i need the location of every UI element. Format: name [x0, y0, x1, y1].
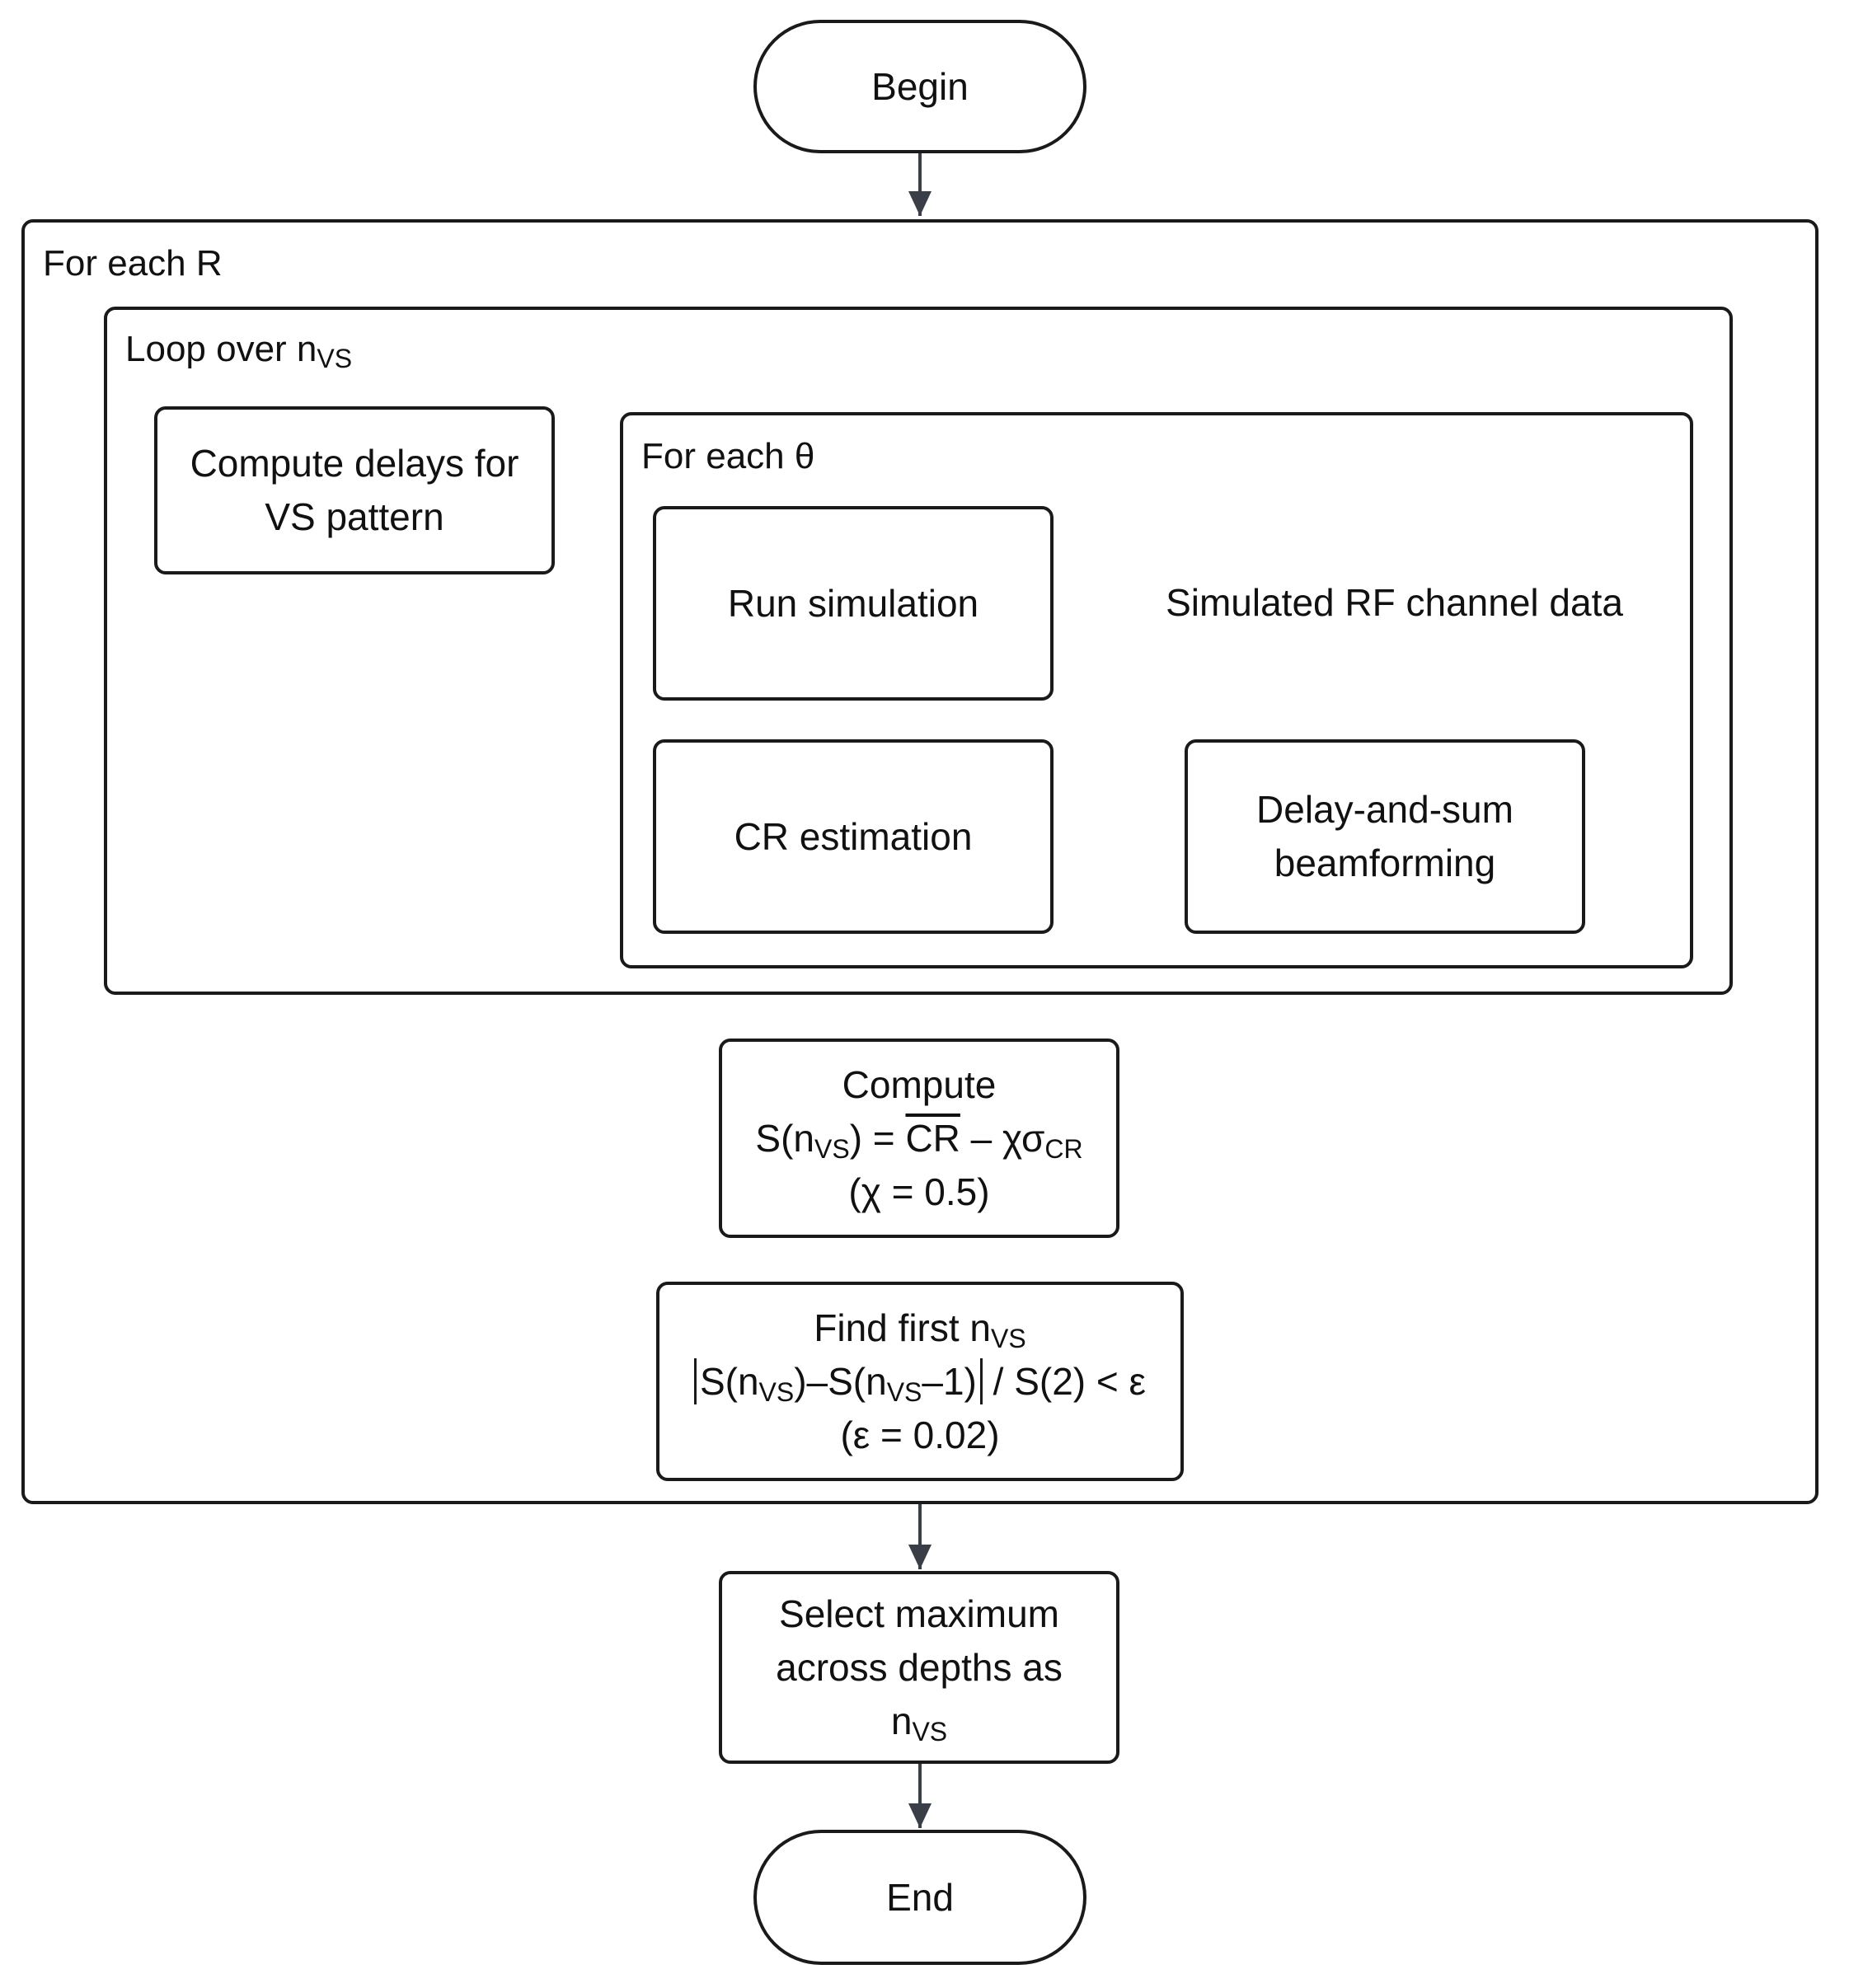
find-first-tail: / S(2) < ε [982, 1359, 1147, 1403]
find-first-line1: Find first nVS [814, 1301, 1025, 1355]
find-first-eps: (ε = 0.02) [840, 1413, 1000, 1456]
select-max-line1: Select maximum [779, 1592, 1059, 1635]
find-first-b: )–S(n [794, 1359, 887, 1403]
begin-label: Begin [871, 64, 969, 108]
compute-s-eq: ) = [849, 1116, 906, 1160]
find-first-formula: S(nVS)–S(nVS–1) / S(2) < ε [693, 1355, 1147, 1409]
begin-node: Begin [753, 20, 1086, 153]
cr-estimation-label: CR estimation [734, 814, 973, 858]
compute-s-s: S(n [755, 1116, 815, 1160]
compute-s-cr-mean: CR [905, 1116, 960, 1160]
das-line2: beamforming [1274, 842, 1496, 884]
select-max-sub: VS [912, 1716, 948, 1747]
find-first-sub: VS [991, 1323, 1026, 1353]
run-simulation-label: Run simulation [727, 581, 979, 625]
find-first-abs: S(nVS)–S(nVS–1) [693, 1357, 983, 1407]
simulated-rf-node: Simulated RF channel data [1121, 522, 1668, 684]
find-first-node: Find first nVS S(nVS)–S(nVS–1) / S(2) < … [656, 1282, 1184, 1481]
frame-label-for-each-r: For each R [43, 243, 223, 284]
das-line1: Delay-and-sum [1256, 788, 1513, 831]
select-max-line2: across depths as [776, 1645, 1063, 1689]
end-node: End [753, 1830, 1086, 1965]
frame-label-for-each-theta: For each θ [641, 436, 815, 476]
compute-s-minus: – χσ [960, 1116, 1045, 1160]
cr-estimation-node: CR estimation [653, 739, 1054, 934]
find-first-prefix: Find first n [814, 1306, 992, 1349]
find-first-c: –1) [922, 1359, 977, 1403]
frame-label-loop-over: Loop over nVS [125, 328, 353, 373]
loop-over-sub: VS [317, 344, 353, 373]
das-node: Delay-and-sum beamforming [1185, 739, 1585, 934]
compute-s-line1: Compute [842, 1062, 997, 1106]
select-max-node: Select maximum across depths as nVS [719, 1571, 1119, 1764]
compute-s-chi: (χ = 0.5) [848, 1170, 990, 1213]
select-max-line3: nVS [891, 1695, 947, 1748]
compute-s-sub1: VS [814, 1133, 850, 1164]
compute-s-sub2: CR [1044, 1133, 1083, 1164]
compute-s-node: Compute S(nVS) = CR – χσCR (χ = 0.5) [719, 1039, 1119, 1238]
compute-s-formula: S(nVS) = CR – χσCR [755, 1112, 1082, 1165]
end-label: End [886, 1875, 954, 1919]
compute-delays-line1: Compute delays for [190, 442, 519, 485]
select-max-n: n [890, 1699, 913, 1742]
simulated-rf-label: Simulated RF channel data [1166, 581, 1623, 624]
find-first-b-sub: VS [886, 1376, 922, 1407]
loop-over-text: Loop over n [125, 329, 317, 369]
find-first-a-sub: VS [758, 1376, 795, 1407]
compute-delays-node: Compute delays for VS pattern [154, 406, 555, 574]
find-first-a: S(n [699, 1359, 759, 1403]
compute-delays-line2: VS pattern [265, 495, 444, 538]
run-simulation-node: Run simulation [653, 506, 1054, 701]
